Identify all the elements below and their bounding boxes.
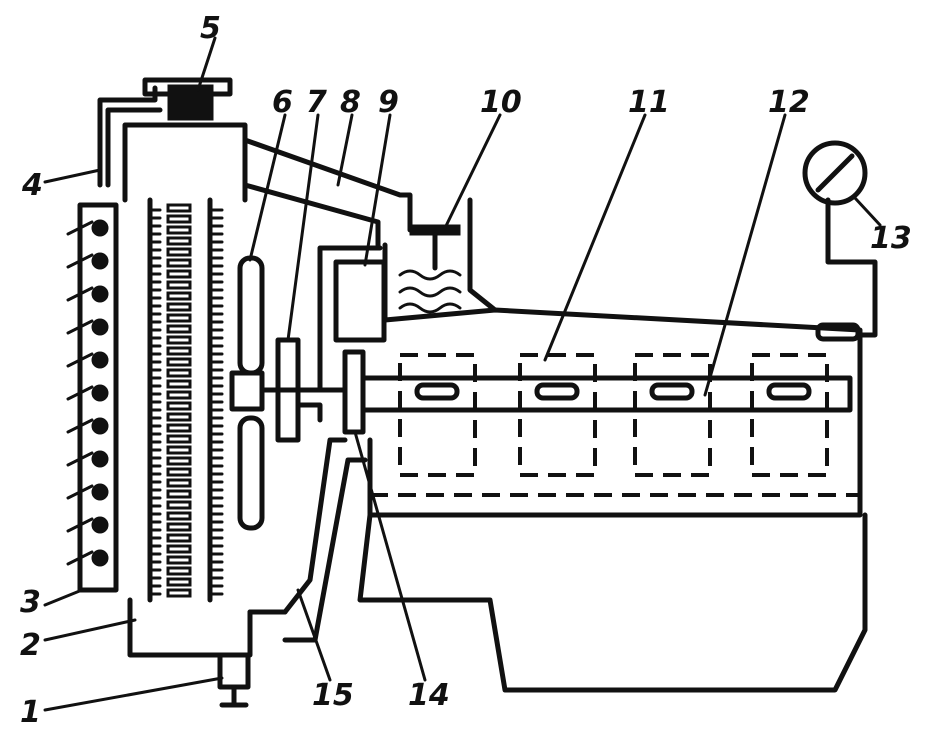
engine-block <box>357 307 868 693</box>
water-distribution-tube <box>360 375 853 413</box>
radiator-tube <box>166 522 192 532</box>
shutter-lever <box>66 484 94 500</box>
label-12: 12 <box>768 85 810 120</box>
coolant-port <box>766 382 812 401</box>
radiator-tube <box>166 588 192 598</box>
shutter-blade <box>91 549 109 567</box>
drain-cock <box>217 652 251 708</box>
radiator-shutters <box>66 202 119 593</box>
shutter-blade <box>91 351 109 369</box>
cylinder <box>633 353 712 477</box>
radiator-cap <box>142 77 233 121</box>
shutter-lever <box>66 319 94 335</box>
shutter-blade <box>91 516 109 534</box>
radiator-tube <box>166 423 192 433</box>
radiator-tube <box>166 533 192 543</box>
cylinder <box>518 353 597 477</box>
shutter-lever <box>66 385 94 401</box>
leader-lines <box>43 36 882 712</box>
radiator-tube <box>166 368 192 378</box>
shutter-lever <box>66 286 94 302</box>
coolant-port <box>649 382 695 401</box>
radiator-tube <box>166 258 192 268</box>
radiator-tube <box>166 324 192 334</box>
label-14: 14 <box>408 678 450 713</box>
shutter-lever <box>66 550 94 566</box>
radiator-tube <box>166 280 192 290</box>
label-2: 2 <box>20 628 41 663</box>
label-11: 11 <box>628 85 670 120</box>
radiator-tube <box>166 390 192 400</box>
radiator-tube <box>166 445 192 455</box>
radiator-tube <box>166 313 192 323</box>
label-15: 15 <box>312 678 354 713</box>
radiator-tube <box>166 489 192 499</box>
shutter-lever <box>66 220 94 236</box>
radiator-tube <box>166 544 192 554</box>
coolant-port <box>534 382 580 401</box>
radiator-tube <box>166 500 192 510</box>
radiator-tube <box>166 379 192 389</box>
radiator-tube <box>166 214 192 224</box>
radiator-tube <box>166 203 192 213</box>
label-13: 13 <box>870 221 912 256</box>
radiator-tube <box>166 247 192 257</box>
coolant-port <box>414 382 460 401</box>
radiator-tube <box>166 434 192 444</box>
cylinders <box>398 353 829 477</box>
label-4: 4 <box>21 168 43 203</box>
shutter-blade <box>91 285 109 303</box>
shutter-blade <box>91 384 109 402</box>
label-5: 5 <box>200 11 221 46</box>
temperature-gauge <box>802 140 878 342</box>
radiator-tube <box>166 269 192 279</box>
radiator-tube <box>166 577 192 587</box>
radiator-tube <box>166 335 192 345</box>
shutter-lever <box>66 352 94 368</box>
label-6: 6 <box>272 85 293 120</box>
cylinder <box>398 353 477 477</box>
fan <box>229 255 265 531</box>
shutter-blade <box>91 483 109 501</box>
radiator-tube <box>166 412 192 422</box>
label-8: 8 <box>340 85 361 120</box>
shutter-blade <box>91 219 109 237</box>
cylinder <box>750 353 829 477</box>
label-7: 7 <box>306 85 327 120</box>
radiator-tube <box>166 357 192 367</box>
shutter-blade <box>91 450 109 468</box>
radiator-tube <box>166 456 192 466</box>
shutter-blade <box>91 252 109 270</box>
label-3: 3 <box>20 585 41 620</box>
radiator-tube <box>166 467 192 477</box>
thermostat <box>382 197 498 323</box>
radiator-tube <box>166 478 192 488</box>
water-pump <box>297 245 387 435</box>
label-1: 1 <box>20 695 41 730</box>
shutter-lever <box>66 418 94 434</box>
radiator-tube <box>166 555 192 565</box>
radiator-tube <box>166 302 192 312</box>
radiator-tube <box>166 346 192 356</box>
shutter-lever <box>66 253 94 269</box>
shutter-lever <box>66 517 94 533</box>
overflow-tube <box>97 85 163 188</box>
shutter-blade <box>91 417 109 435</box>
radiator-tube <box>166 291 192 301</box>
radiator-tube <box>166 236 192 246</box>
radiator-tube <box>166 566 192 576</box>
radiator-tube <box>166 511 192 521</box>
label-9: 9 <box>378 85 399 120</box>
lower-hose <box>247 437 368 643</box>
fan-pulley <box>259 337 348 443</box>
label-10: 10 <box>480 85 522 120</box>
upper-hose <box>242 137 413 248</box>
radiator-tube <box>166 401 192 411</box>
shutter-lever <box>66 451 94 467</box>
shutter-blade <box>91 318 109 336</box>
radiator-tube <box>166 225 192 235</box>
